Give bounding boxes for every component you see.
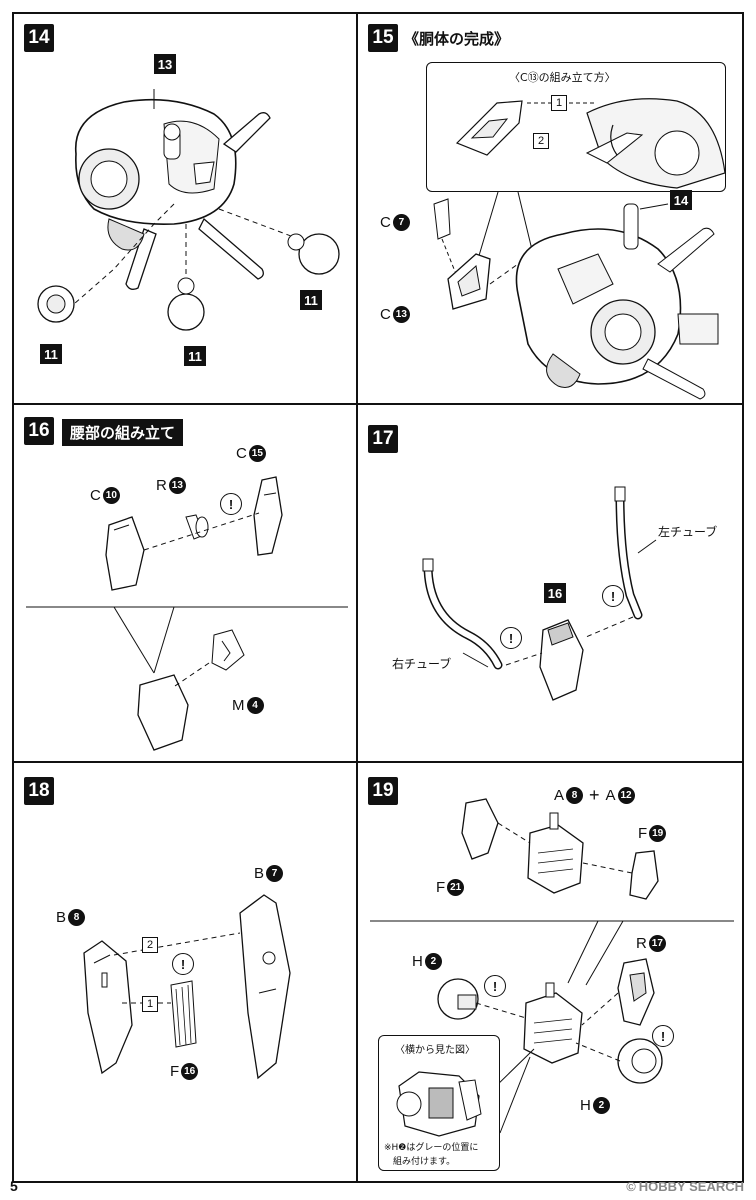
part-r13-letter: R xyxy=(156,477,167,494)
part-a12-letter: A xyxy=(605,787,616,804)
part-f21-number: 21 xyxy=(447,879,465,896)
side-view-note-line1: ※H❷はグレーの位置に xyxy=(384,1143,479,1153)
part-m4: M 4 xyxy=(232,697,264,714)
part-r13: R 13 xyxy=(156,477,186,494)
step-19-illustration xyxy=(370,798,734,1134)
part-c7-number: 7 xyxy=(392,214,410,231)
left-tube-label: 左チューブ xyxy=(658,525,718,539)
step-17-badge: 17 xyxy=(368,425,398,453)
part-h2-left-number: 2 xyxy=(424,953,442,970)
part-b8-letter: B xyxy=(56,909,67,926)
warning-icon: ! xyxy=(172,953,194,975)
side-view-title: 〈横から見た図〉 xyxy=(395,1045,475,1056)
watermark-text: HOBBY SEARCH xyxy=(638,1179,744,1194)
side-view-illustration xyxy=(396,1071,482,1137)
callout-13: 13 xyxy=(154,54,176,74)
part-f21: F 21 xyxy=(436,879,465,896)
step-14-panel: 14 13 11 11 11 xyxy=(12,12,358,405)
step-16-badge: 16 xyxy=(24,417,54,445)
inset-order-1: 1 xyxy=(551,95,567,111)
watermark: © HOBBY SEARCH xyxy=(626,1179,744,1194)
part-b7-number: 7 xyxy=(266,865,284,882)
part-h2-left-letter: H xyxy=(412,953,423,970)
side-view-note-line2: 組み付けます。 xyxy=(393,1157,456,1167)
step-15-badge: 15 xyxy=(368,24,398,52)
inset-title: 〈C⑬の組み立て方〉 xyxy=(509,71,616,84)
step-18-badge: 18 xyxy=(24,777,54,805)
part-m4-letter: M xyxy=(232,697,245,714)
order-1: 1 xyxy=(142,996,158,1012)
part-c15: C 15 xyxy=(236,445,266,462)
part-b8-number: 8 xyxy=(68,909,86,926)
right-tube-label: 右チューブ xyxy=(392,657,452,671)
part-c7: C 7 xyxy=(380,214,410,231)
step-17-panel: 17 16 左チューブ 右チューブ ! ! xyxy=(356,403,744,763)
part-c13-number: 13 xyxy=(392,306,410,323)
part-b8: B 8 xyxy=(56,909,86,926)
callout-11-left: 11 xyxy=(40,344,62,364)
part-h2-left: H 2 xyxy=(412,953,442,970)
step-19-panel: 19 A 8 + A 12 xyxy=(356,761,744,1183)
part-c10-number: 10 xyxy=(102,487,120,504)
part-f19: F 19 xyxy=(638,825,667,842)
part-c15-letter: C xyxy=(236,445,247,462)
warning-icon-right: ! xyxy=(500,627,522,649)
assembly-inset-c13: 〈C⑬の組み立て方〉 1 2 xyxy=(426,62,726,192)
inset-illustration xyxy=(455,98,726,189)
part-a8-number: 8 xyxy=(566,787,584,804)
part-f16: F 16 xyxy=(170,1063,199,1080)
part-f19-number: 19 xyxy=(649,825,667,842)
part-r13-number: 13 xyxy=(168,477,186,494)
step-16-illustration xyxy=(26,476,348,751)
part-b7: B 7 xyxy=(254,865,284,882)
inset-order-2: 2 xyxy=(533,133,549,149)
part-c13: C 13 xyxy=(380,306,410,323)
page-number: 5 xyxy=(10,1178,18,1194)
warning-icon-right: ! xyxy=(652,1025,674,1047)
part-a12-number: 12 xyxy=(617,787,635,804)
step-15-panel: 15 《胴体の完成》 〈C⑬の組み立て方〉 1 2 xyxy=(356,12,744,405)
part-h2-right-number: 2 xyxy=(592,1097,610,1114)
step-16-title: 腰部の組み立て xyxy=(62,419,184,446)
warning-icon-left: ! xyxy=(602,585,624,607)
part-r17: R 17 xyxy=(636,935,666,952)
part-c13-letter: C xyxy=(380,306,391,323)
part-c7-letter: C xyxy=(380,214,391,231)
step-16-panel: 16 腰部の組み立て C 10 R 13 C 15 M 4 ! xyxy=(12,403,358,763)
part-f19-letter: F xyxy=(638,825,648,842)
callout-11-right: 11 xyxy=(300,290,322,310)
order-2: 2 xyxy=(142,937,158,953)
copyright-icon: © xyxy=(626,1179,636,1194)
step-17-illustration xyxy=(422,486,657,701)
warning-icon: ! xyxy=(220,493,242,515)
part-c15-number: 15 xyxy=(248,445,266,462)
step-18-panel: 18 B 7 B 8 F 16 1 2 ! xyxy=(12,761,358,1183)
part-h2-right-letter: H xyxy=(580,1097,591,1114)
callout-11-center: 11 xyxy=(184,346,206,366)
plus-sign: + xyxy=(589,785,600,805)
callout-16: 16 xyxy=(544,583,566,603)
step-15-illustration xyxy=(433,191,719,400)
step-18-illustration xyxy=(83,894,291,1080)
part-f21-letter: F xyxy=(436,879,446,896)
part-h2-right: H 2 xyxy=(580,1097,610,1114)
part-f16-number: 16 xyxy=(181,1063,199,1080)
step-19-badge: 19 xyxy=(368,777,398,805)
step-14-illustration xyxy=(37,89,340,331)
callout-14: 14 xyxy=(670,190,692,210)
step-15-title: 《胴体の完成》 xyxy=(404,30,510,48)
part-r17-letter: R xyxy=(636,935,647,952)
side-view-inset: 〈横から見た図〉 ※H❷はグレーの位置に 組み付けます。 xyxy=(378,1035,500,1171)
part-r17-number: 17 xyxy=(648,935,666,952)
warning-icon-left: ! xyxy=(484,975,506,997)
part-c10-letter: C xyxy=(90,487,101,504)
combo-a8-a12: A 8 + A 12 xyxy=(554,785,635,806)
part-b7-letter: B xyxy=(254,865,265,882)
part-c10: C 10 xyxy=(90,487,120,504)
part-a8-letter: A xyxy=(554,787,565,804)
step-14-badge: 14 xyxy=(24,24,54,52)
part-m4-number: 4 xyxy=(246,697,264,714)
part-f16-letter: F xyxy=(170,1063,180,1080)
